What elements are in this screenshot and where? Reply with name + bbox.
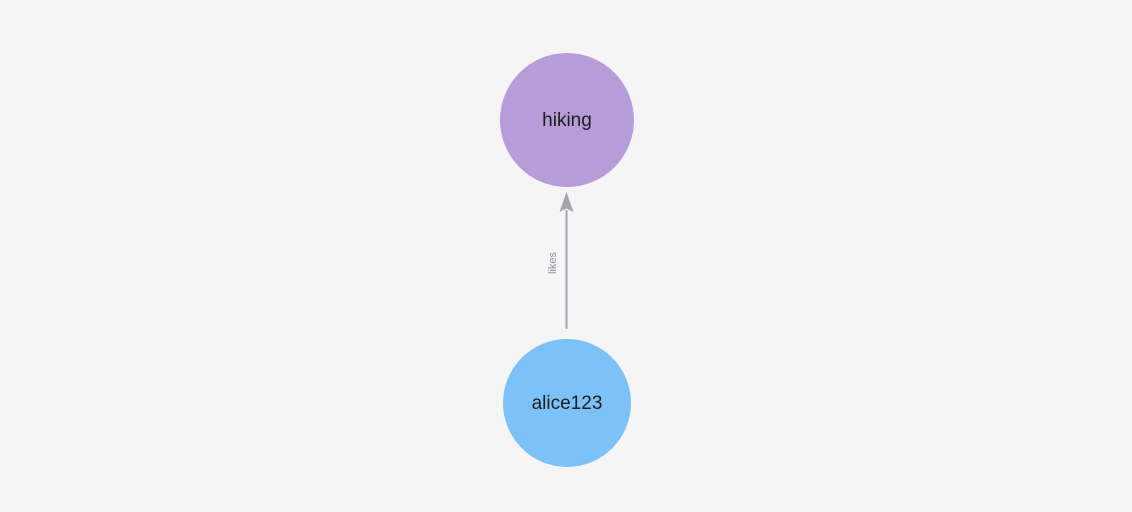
arrowhead-icon [559, 192, 574, 212]
node-hiking[interactable]: hiking [500, 53, 634, 187]
node-alice123[interactable]: alice123 [503, 339, 631, 467]
node-alice123-label: alice123 [531, 392, 603, 414]
edge-label-likes: likes [547, 252, 559, 275]
node-hiking-label: hiking [542, 109, 592, 131]
